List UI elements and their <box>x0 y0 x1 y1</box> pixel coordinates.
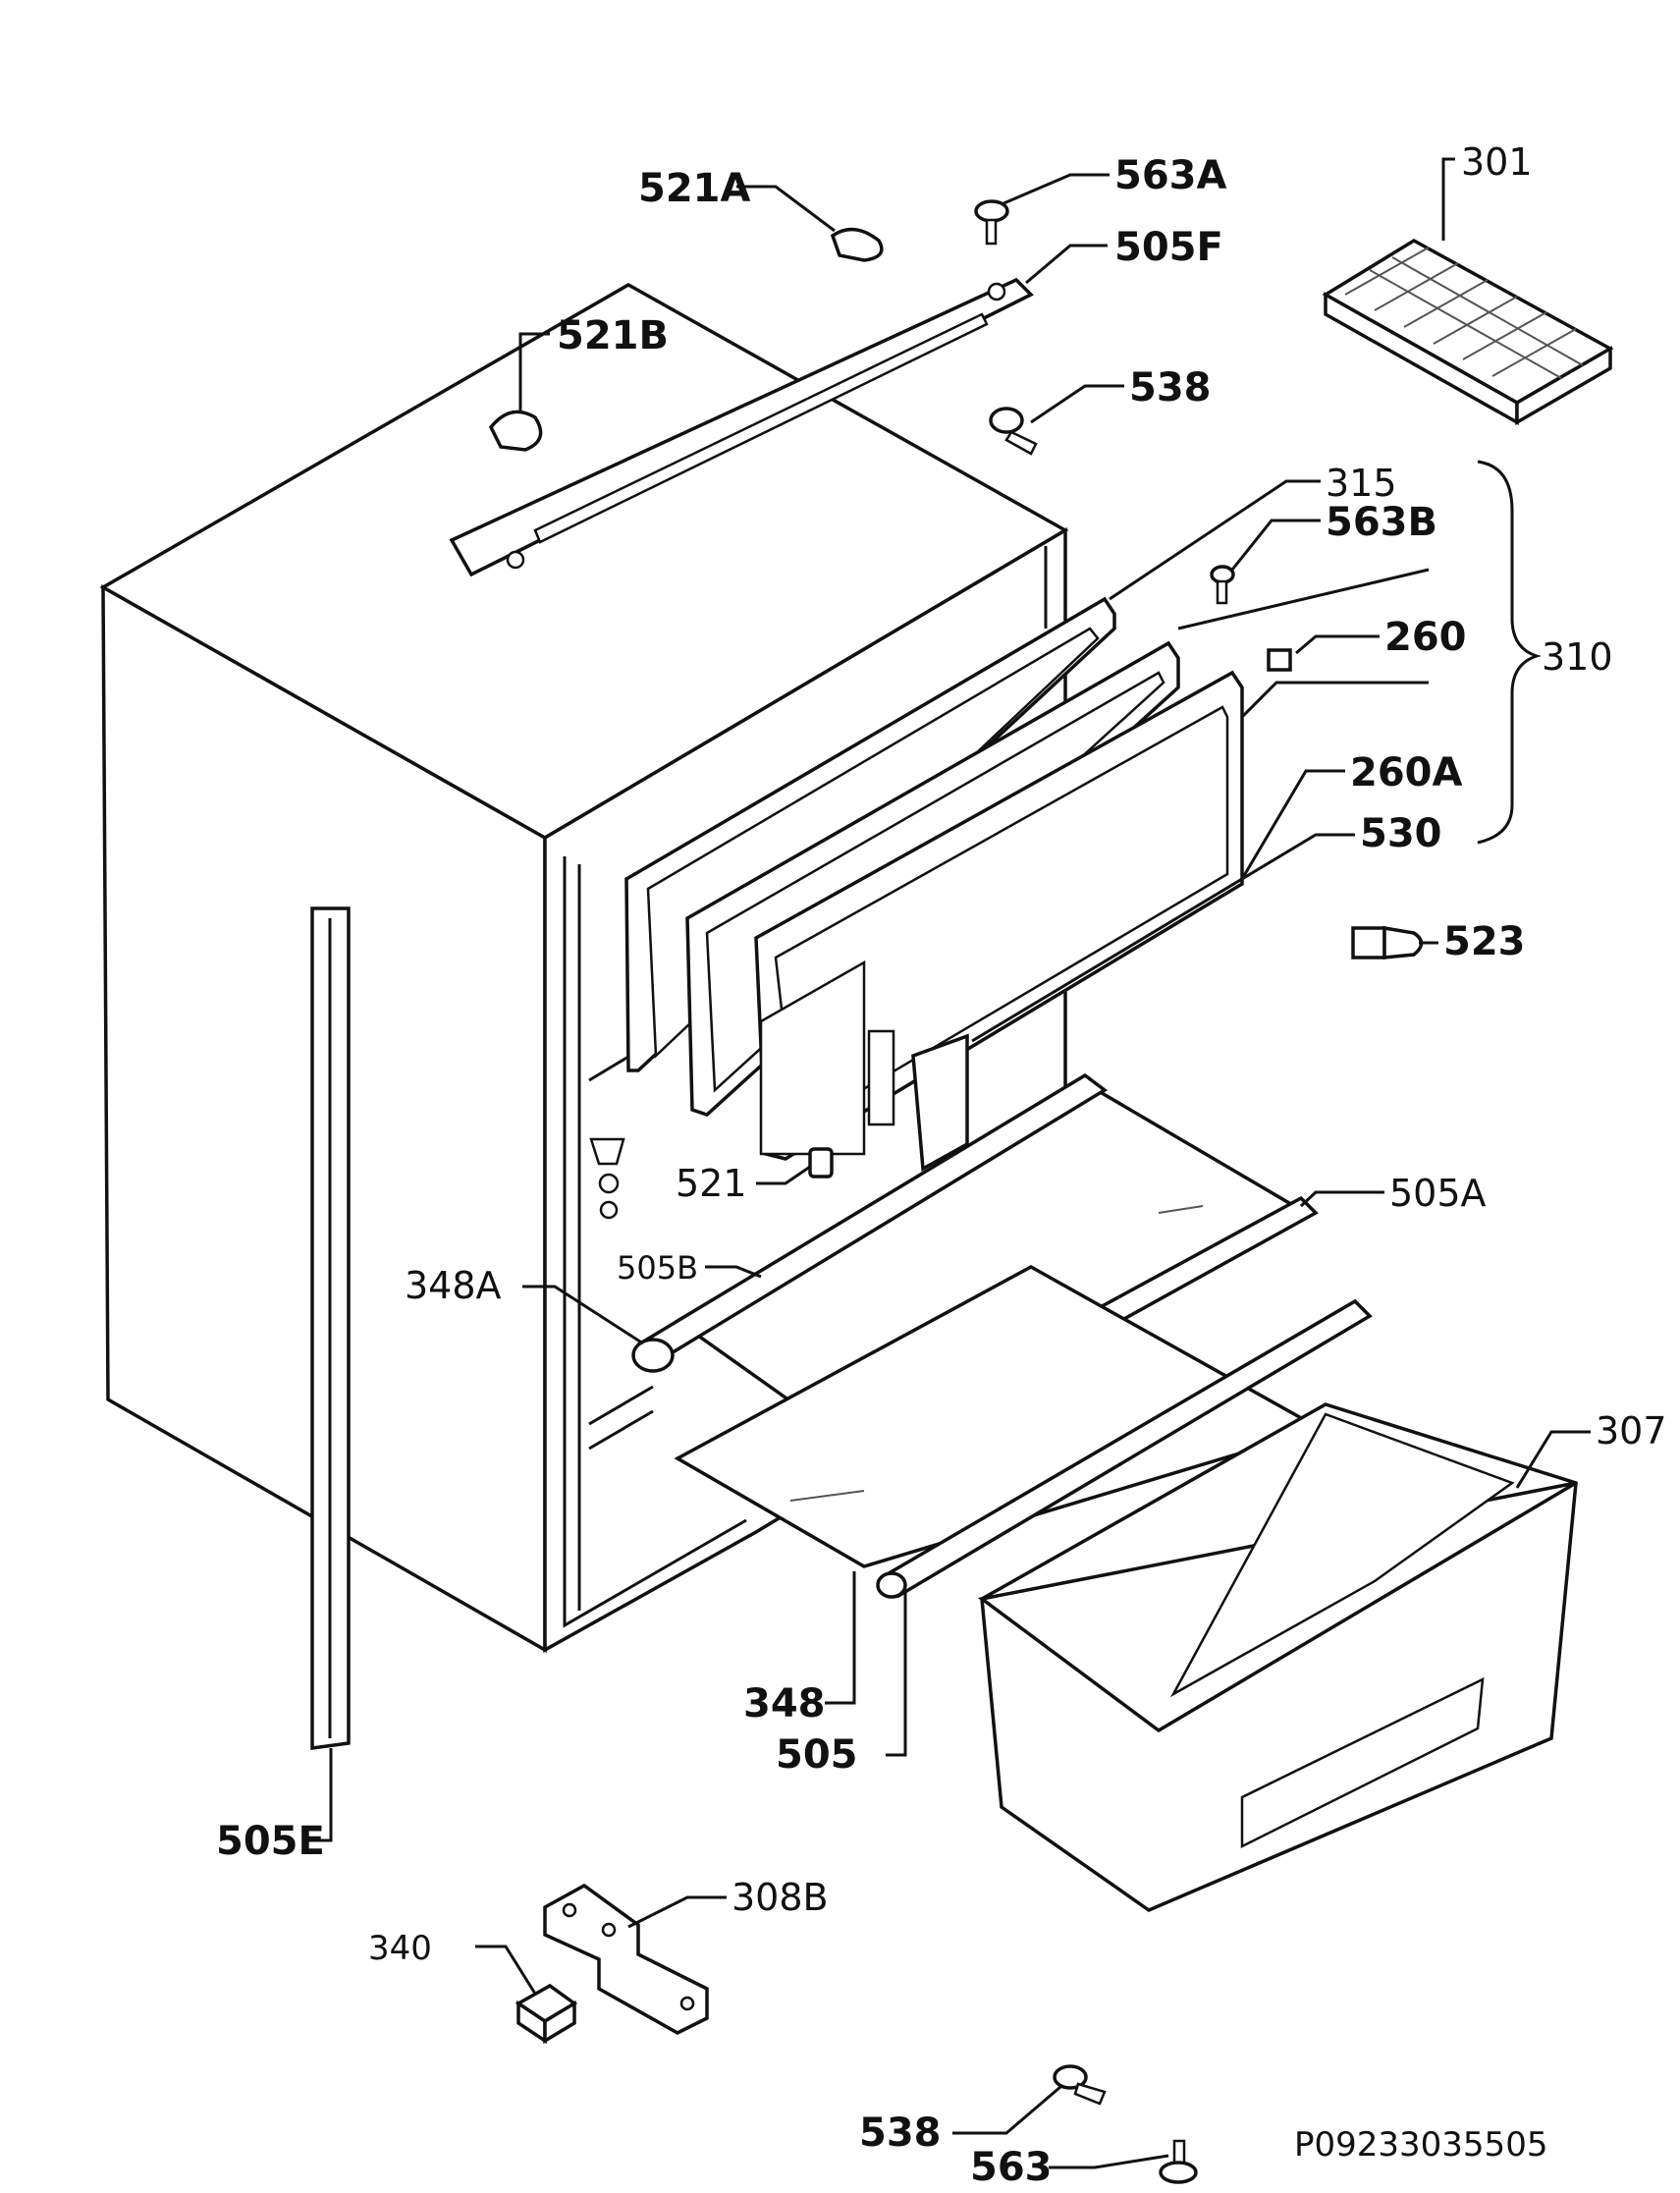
strip-505 <box>876 1298 1373 1599</box>
label-563B: 563B <box>1326 500 1437 545</box>
label-505A: 505A <box>1389 1172 1487 1215</box>
label-260: 260 <box>1384 615 1467 660</box>
leader-lines <box>312 157 1591 2169</box>
screw-563B <box>1210 565 1235 605</box>
label-530: 530 <box>1360 811 1442 856</box>
cap-521A <box>830 227 884 262</box>
shelf-trim-505B <box>631 1072 1109 1373</box>
label-523: 523 <box>1443 919 1526 964</box>
label-521A: 521A <box>638 166 750 211</box>
label-538-top: 538 <box>1129 365 1212 411</box>
hinge-308B <box>543 1883 709 2035</box>
drawing-code: P09233035505 <box>1294 2125 1547 2165</box>
screw-563 <box>1159 2139 1198 2184</box>
door-assembly-310 <box>624 596 1244 1172</box>
crisper-drawer-307 <box>977 1402 1578 1912</box>
label-505F: 505F <box>1114 225 1223 270</box>
label-260A: 260A <box>1350 750 1462 795</box>
label-563: 563 <box>970 2145 1053 2190</box>
label-348: 348 <box>743 1681 826 1727</box>
label-340: 340 <box>368 1929 432 1968</box>
label-563A: 563A <box>1114 153 1226 198</box>
label-308B: 308B <box>732 1876 829 1919</box>
hinge-pin-538-top <box>989 407 1038 456</box>
lamp-523 <box>1351 925 1424 959</box>
ice-tray-301 <box>1322 238 1614 426</box>
clip-260 <box>1267 648 1292 672</box>
label-307: 307 <box>1596 1409 1667 1453</box>
part-labels: 521A 563A 505F 301 521B 538 315 563B 260… <box>216 140 1667 2190</box>
label-348A: 348A <box>405 1264 502 1307</box>
label-505E: 505E <box>216 1819 325 1864</box>
cap-521B <box>488 410 543 452</box>
plug-521 <box>808 1147 834 1179</box>
label-521B: 521B <box>557 313 669 358</box>
label-301: 301 <box>1461 140 1533 184</box>
top-strip-505F <box>449 277 1034 577</box>
block-340 <box>515 1983 578 2045</box>
screw-563A <box>974 199 1009 246</box>
door-strip-505E <box>310 906 351 1751</box>
latch-521-side <box>589 1137 625 1220</box>
label-315: 315 <box>1326 462 1397 505</box>
label-521: 521 <box>676 1162 747 1205</box>
hinge-pin-538-bottom <box>1053 2064 1107 2106</box>
label-505B: 505B <box>617 1249 698 1287</box>
label-505: 505 <box>776 1732 858 1778</box>
label-538-bottom: 538 <box>859 2111 942 2156</box>
label-310: 310 <box>1542 635 1613 679</box>
